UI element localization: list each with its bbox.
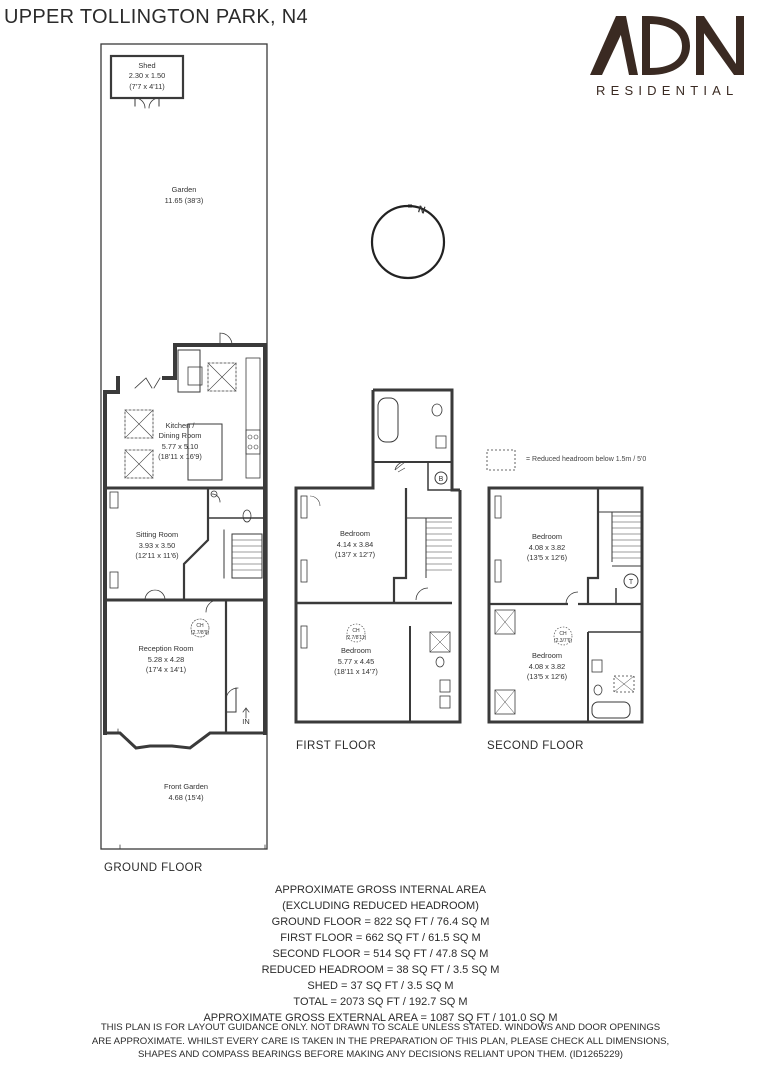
second-bedroom-2-dim: 4.08 x 3.82	[529, 662, 566, 671]
area-line: FIRST FLOOR = 662 SQ FT / 61.5 SQ M	[280, 932, 481, 944]
second-bedroom-1-label: Bedroom	[532, 532, 562, 541]
second-tank-label: T	[629, 579, 634, 586]
first-floor-plan	[294, 388, 462, 724]
area-subheading: (EXCLUDING REDUCED HEADROOM)	[282, 900, 479, 912]
sitting-room-label: Sitting Room	[136, 530, 178, 539]
second-bedroom-1-dim: 4.08 x 3.82	[529, 543, 566, 552]
disclaimer: THIS PLAN IS FOR LAYOUT GUIDANCE ONLY. N…	[0, 1021, 761, 1062]
sitting-room-imp: (12'11 x 11'6)	[135, 551, 178, 560]
second-ch: CH	[559, 631, 567, 637]
reception-ch-height: (2.7/8'9)	[191, 630, 210, 636]
first-bedroom-1-imp: (13'7 x 12'7)	[335, 550, 375, 559]
second-floor-plan	[486, 449, 644, 724]
area-heading: APPROXIMATE GROSS INTERNAL AREA	[275, 884, 486, 896]
disclaimer-line: SHAPES AND COMPASS BEARINGS BEFORE MAKIN…	[138, 1049, 623, 1060]
ground-floor-plan	[100, 43, 268, 850]
page-title: UPPER TOLLINGTON PARK, N4	[4, 6, 308, 28]
reduced-headroom-legend: = Reduced headroom below 1.5m / 5'0	[526, 456, 647, 463]
first-ch: CH	[352, 628, 360, 634]
kitchen-dim: 5.77 x 5.10	[162, 442, 199, 451]
kitchen-imp: (18'11 x 16'9)	[158, 452, 202, 461]
first-bedroom-1-label: Bedroom	[340, 529, 370, 538]
first-boiler-label: B	[439, 476, 444, 483]
logo-mark	[590, 16, 744, 75]
area-summary: APPROXIMATE GROSS INTERNAL AREA (EXCLUDI…	[0, 882, 761, 1026]
area-line: SECOND FLOOR = 514 SQ FT / 47.8 SQ M	[272, 948, 489, 960]
ground-floor-labels: Shed 2.30 x 1.50 (7'7 x 4'11) Garden 11.…	[129, 61, 250, 802]
reception-room-imp: (17'4 x 14'1)	[146, 665, 186, 674]
shed-imp: (7'7 x 4'11)	[129, 82, 165, 91]
sitting-room-dim: 3.93 x 3.50	[139, 541, 176, 550]
second-bedroom-1-imp: (13'5 x 12'6)	[527, 553, 567, 562]
area-line: APPROXIMATE GROSS EXTERNAL AREA = 1087 S…	[203, 1012, 558, 1024]
logo-subtitle: RESIDENTIAL	[596, 83, 739, 98]
first-bedroom-2-imp: (18'11 x 14'7)	[334, 667, 378, 676]
second-bedroom-2-imp: (13'5 x 12'6)	[527, 672, 567, 681]
first-bedroom-1-dim: 4.14 x 3.84	[337, 540, 374, 549]
area-line: TOTAL = 2073 SQ FT / 192.7 SQ M	[293, 996, 468, 1008]
second-ch-height: (2.3/7'6)	[554, 638, 573, 644]
area-line: GROUND FLOOR = 822 SQ FT / 76.4 SQ M	[271, 916, 490, 928]
first-floor-label: FIRST FLOOR	[296, 740, 377, 752]
compass-north-label: N	[417, 204, 427, 216]
garden-dim: 11.65 (38'3)	[165, 196, 204, 205]
first-ch-height: (2.7/8'11)	[346, 635, 367, 641]
reception-room-dim: 5.28 x 4.28	[148, 655, 185, 664]
entrance-label: IN	[242, 717, 249, 726]
first-bedroom-2-label: Bedroom	[341, 646, 371, 655]
area-line: SHED = 37 SQ FT / 3.5 SQ M	[307, 980, 454, 992]
compass: N	[370, 204, 446, 280]
kitchen-label: Kitchen /	[166, 421, 196, 430]
shed-dim: 2.30 x 1.50	[129, 71, 166, 80]
reception-room-label: Reception Room	[138, 644, 193, 653]
ground-floor-label: GROUND FLOOR	[104, 862, 203, 874]
kitchen-label-2: Dining Room	[159, 431, 202, 440]
disclaimer-line: THIS PLAN IS FOR LAYOUT GUIDANCE ONLY. N…	[100, 1022, 661, 1033]
front-garden-label: Front Garden	[164, 782, 208, 791]
second-floor-labels: T Bedroom 4.08 x 3.82 (13'5 x 12'6) CH (…	[527, 532, 634, 681]
area-line: REDUCED HEADROOM = 38 SQ FT / 3.5 SQ M	[261, 964, 500, 976]
second-bedroom-2-label: Bedroom	[532, 651, 562, 660]
second-floor-label: SECOND FLOOR	[487, 740, 584, 752]
disclaimer-line: ARE APPROXIMATE. WHILST EVERY CARE IS TA…	[91, 1035, 670, 1047]
garden-label: Garden	[172, 185, 197, 194]
front-garden-dim: 4.68 (15'4)	[168, 793, 203, 802]
shed-label: Shed	[138, 61, 155, 70]
first-floor-labels: B Bedroom 4.14 x 3.84 (13'7 x 12'7) CH (…	[334, 476, 444, 676]
reception-ch: CH	[196, 623, 204, 629]
first-bedroom-2-dim: 5.77 x 4.45	[338, 657, 375, 666]
